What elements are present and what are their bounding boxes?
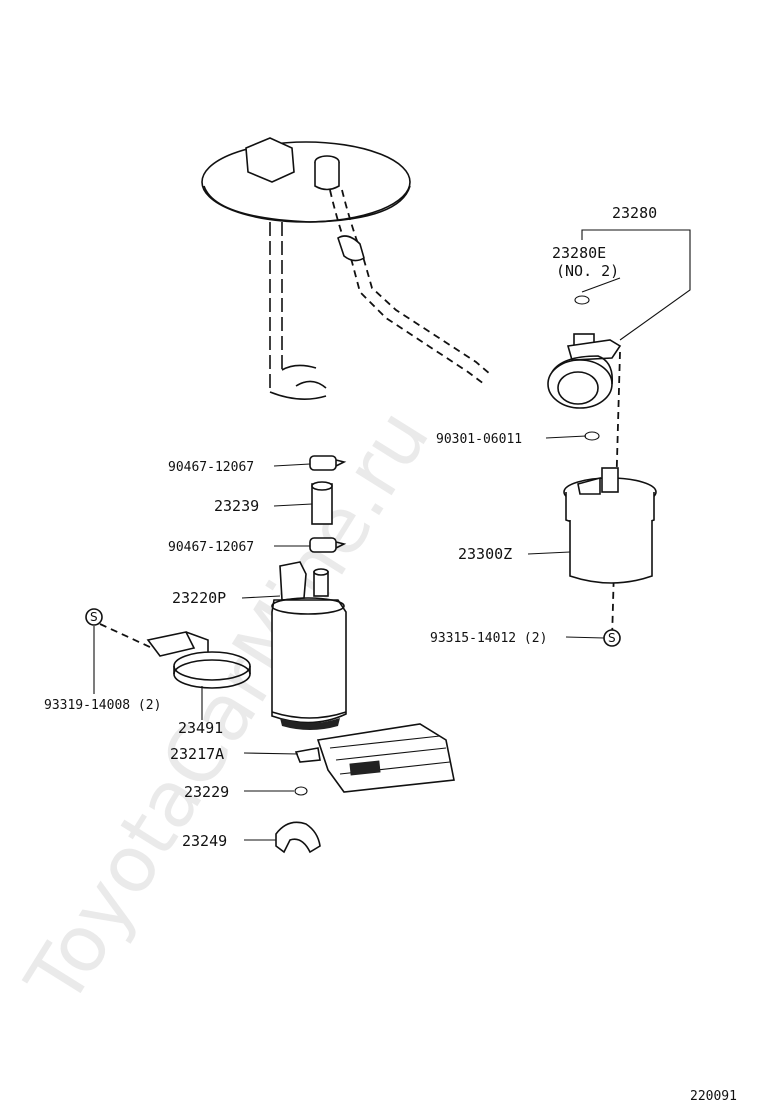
label-23217A: 23217A — [170, 745, 224, 763]
label-23249: 23249 — [182, 832, 227, 850]
service-symbol-left: S — [85, 608, 103, 626]
svg-text:S: S — [90, 610, 98, 624]
gasket-90301 — [584, 431, 600, 441]
label-23220P: 23220P — [172, 589, 226, 607]
fuel-strainer — [294, 723, 455, 793]
label-93319-14008: 93319-14008 (2) — [44, 698, 161, 713]
label-23239: 23239 — [214, 497, 259, 515]
fuel-pump — [271, 561, 347, 730]
hose-clamp-upper — [309, 455, 347, 471]
leader-lines — [93, 277, 621, 841]
clamp-screw-line — [99, 623, 153, 649]
svg-text:S: S — [608, 631, 616, 645]
label-90467-12067-upper: 90467-12067 — [168, 460, 254, 475]
gasket-23280E — [574, 295, 590, 305]
label-23229: 23229 — [184, 783, 229, 801]
leader-23280-right — [619, 229, 691, 341]
label-23280: 23280 — [612, 204, 657, 222]
label-23280E-note: (NO. 2) — [556, 262, 619, 280]
strainer-clip — [275, 821, 321, 854]
hose-clamp-lower — [309, 537, 347, 553]
pressure-regulator — [547, 333, 622, 409]
label-23300Z: 23300Z — [458, 545, 512, 563]
pump-clamp — [146, 631, 251, 689]
fuel-filter — [563, 467, 657, 584]
label-23491: 23491 — [178, 719, 223, 737]
diagram-code: 220091 — [690, 1089, 737, 1104]
retainer-23229 — [294, 786, 308, 796]
label-90301-06011: 90301-06011 — [436, 432, 522, 447]
service-symbol-right: S — [603, 629, 621, 647]
label-93315-14012: 93315-14012 (2) — [430, 631, 547, 646]
leader-23280-left — [581, 229, 640, 240]
label-90467-12067-lower: 90467-12067 — [168, 540, 254, 555]
hose-23239 — [311, 481, 333, 525]
pump-bracket-plate — [201, 137, 491, 400]
label-23280E: 23280E — [552, 244, 606, 262]
